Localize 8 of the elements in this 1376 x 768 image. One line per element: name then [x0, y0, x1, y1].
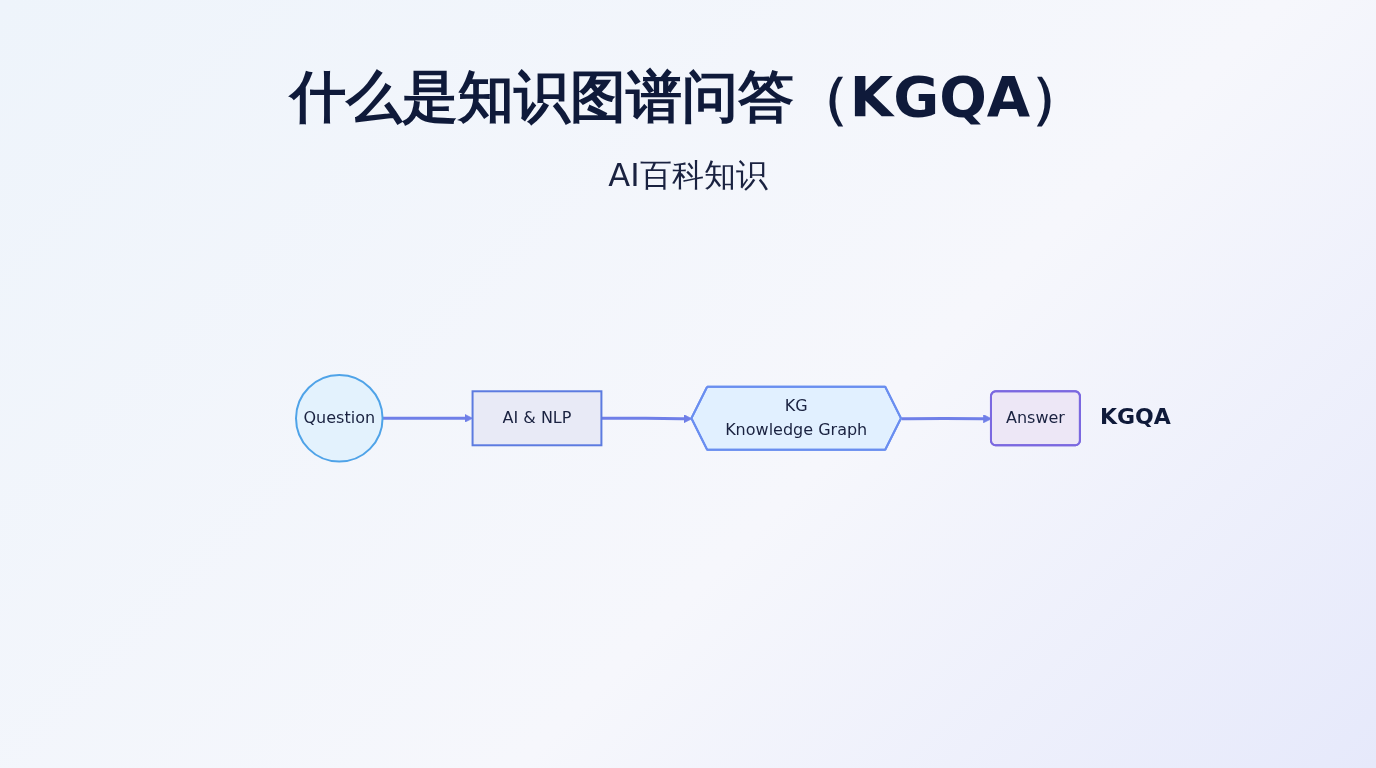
title: 什么是知识图谱问答（KGQA） [289, 63, 1087, 131]
side-label: KGQA [1099, 404, 1171, 429]
subtitle: AI百科知识 [608, 155, 768, 196]
arrow [901, 414, 992, 423]
arrow [601, 414, 693, 423]
node-circle: Question [295, 373, 384, 463]
arrow [382, 413, 473, 423]
node-box: AI & NLP [471, 390, 603, 446]
